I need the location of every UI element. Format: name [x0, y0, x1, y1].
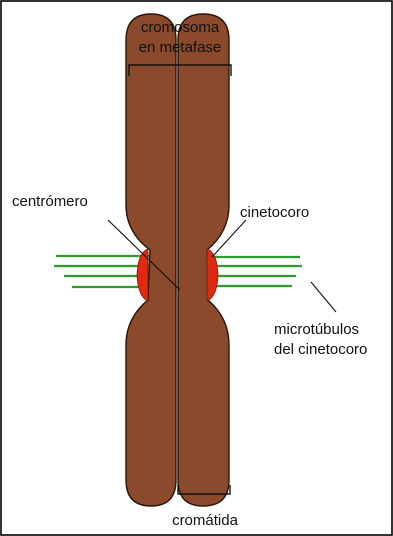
chromosome-label-line1: cromosoma [141, 19, 220, 36]
centromere-label: centrómero [12, 193, 88, 210]
microtubules-label-line1: microtúbulos [274, 321, 359, 338]
kinetochore-label: cinetocoro [240, 204, 309, 221]
microtubules-leader-line [311, 282, 336, 312]
chromatid-label: cromátida [172, 512, 239, 529]
chromosome-label-line2: en metafase [139, 39, 222, 56]
sister-chromatid-left [126, 14, 176, 506]
sister-chromatid-right [178, 14, 229, 506]
microtubules-label-line2: del cinetocoro [274, 341, 367, 358]
